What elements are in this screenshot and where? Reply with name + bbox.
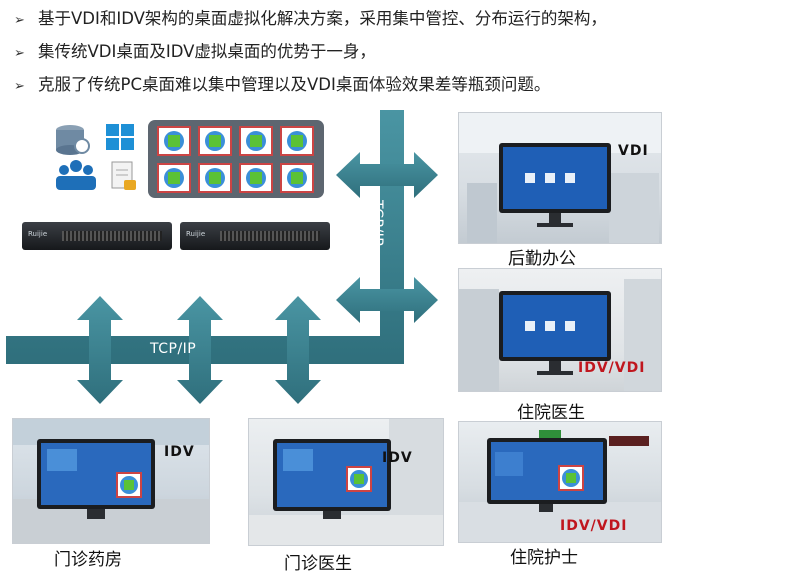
vertical-double-arrow [275, 296, 321, 404]
server-unit-1: Ruijie [22, 222, 172, 250]
database-icon [56, 125, 90, 155]
monitor-icon [499, 143, 611, 227]
bullet-text: 克服了传统PC桌面难以集中管理以及VDI桌面体验效果差等瓶颈问题。 [38, 75, 551, 94]
tag-back-office: VDI [618, 143, 649, 159]
tag-inpatient-nurse: IDV/VDI [560, 518, 628, 534]
bullet-arrow-icon: ➢ [14, 79, 25, 94]
vm-badge-icon [346, 466, 372, 492]
bullet-item: ➢ 集传统VDI桌面及IDV虚拟桌面的优势于一身， [14, 41, 376, 65]
bullet-arrow-icon: ➢ [14, 13, 25, 28]
server-vent [220, 231, 320, 241]
vertical-double-arrow [177, 296, 223, 404]
bullet-text: 基于VDI和IDV架构的桌面虚拟化解决方案，采用集中管控、分布运行的架构， [38, 9, 607, 28]
caption-outpatient-pharmacy: 门诊药房 [54, 550, 122, 570]
tag-outpatient-doctor: IDV [382, 450, 413, 466]
caption-inpatient-nurse: 住院护士 [510, 548, 578, 568]
vm-instance-icons [157, 126, 314, 193]
caption-inpatient-doctor: 住院医生 [517, 403, 585, 423]
horizontal-bus [6, 110, 404, 364]
server-brand-label: Ruijie [186, 230, 206, 238]
photo-outpatient-pharmacy [12, 418, 210, 544]
windows-logo-icon [106, 124, 134, 150]
server-vent [62, 231, 162, 241]
vm-pool-panel [148, 120, 324, 198]
tcpip-vertical-label: TCP/IP [369, 200, 385, 247]
caption-outpatient-doctor: 门诊医生 [284, 554, 352, 574]
vm-badge-icon [116, 472, 142, 498]
monitor-icon [499, 291, 611, 375]
bullet-text: 集传统VDI桌面及IDV虚拟桌面的优势于一身， [38, 42, 376, 61]
vertical-double-arrow [77, 296, 123, 404]
server-brand-label: Ruijie [28, 230, 48, 238]
bullet-item: ➢ 克服了传统PC桌面难以集中管理以及VDI桌面体验效果差等瓶颈问题。 [14, 74, 550, 98]
server-unit-2: Ruijie [180, 222, 330, 250]
lower-double-arrow [336, 277, 438, 323]
datacenter-icons [52, 120, 146, 196]
vm-badge-icon [558, 465, 584, 491]
photo-outpatient-doctor [248, 418, 444, 546]
photo-back-office [458, 112, 662, 244]
caption-back-office: 后勤办公 [508, 249, 576, 269]
users-icon [56, 160, 96, 190]
document-lock-icon [111, 161, 136, 190]
photo-inpatient-doctor [458, 268, 662, 392]
monitor-icon [487, 438, 607, 512]
monitor-icon [273, 439, 391, 519]
tag-inpatient-doctor: IDV/VDI [578, 360, 646, 376]
bullet-item: ➢ 基于VDI和IDV架构的桌面虚拟化解决方案，采用集中管控、分布运行的架构， [14, 8, 607, 32]
tcpip-horizontal-label: TCP/IP [150, 341, 197, 357]
upper-double-arrow [336, 152, 438, 198]
photo-inpatient-nurse [458, 421, 662, 543]
tag-outpatient-pharmacy: IDV [164, 444, 195, 460]
bullet-arrow-icon: ➢ [14, 46, 25, 61]
